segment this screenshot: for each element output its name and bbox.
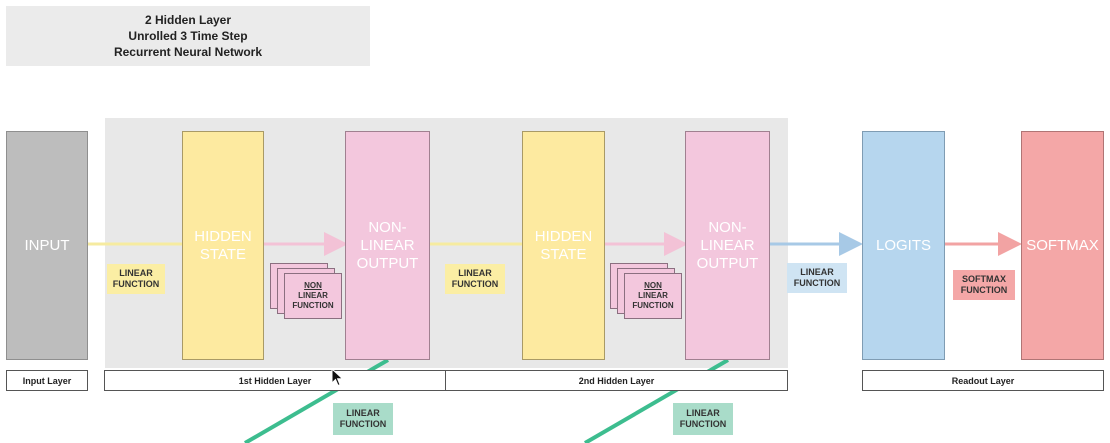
title-line-1: 2 Hidden Layer: [144, 13, 232, 27]
nonlinear-function-card-1: NON LINEAR FUNCTION: [284, 273, 342, 319]
tag-line: SOFTMAX: [962, 274, 1006, 284]
logits-label: LOGITS: [875, 236, 931, 254]
title-line-3: Recurrent Neural Network: [113, 45, 263, 59]
tag-line: LINEAR: [800, 267, 834, 277]
input-label: INPUT: [24, 236, 70, 254]
tag-line: FUNCTION: [451, 279, 499, 289]
hidden-layer-1-label: 1st Hidden Layer: [104, 370, 446, 391]
card-line: FUNCTION: [632, 301, 674, 310]
nonlinear-output-1-line-1: NON-: [368, 218, 407, 236]
tag-line: FUNCTION: [112, 279, 160, 289]
hidden-state-1-line-2: STATE: [199, 245, 247, 263]
nonlinear-output-block-1: NON- LINEAR OUTPUT: [345, 131, 430, 360]
tag-line: LINEAR: [119, 268, 153, 278]
softmax-block: SOFTMAX: [1021, 131, 1104, 360]
nonlinear-output-2-line-3: OUTPUT: [696, 254, 759, 272]
hidden-state-block-1: HIDDEN STATE: [182, 131, 264, 360]
nonlinear-output-1-line-3: OUTPUT: [356, 254, 419, 272]
card-line: NON: [304, 281, 322, 290]
linear-function-tag-1: LINEAR FUNCTION: [107, 264, 165, 294]
nonlinear-output-1-line-2: LINEAR: [360, 236, 415, 254]
input-block: INPUT: [6, 131, 88, 360]
mouse-cursor-icon: [331, 368, 344, 387]
hidden-state-2-line-1: HIDDEN: [534, 227, 593, 245]
nonlinear-function-card-2: NON LINEAR FUNCTION: [624, 273, 682, 319]
logits-block: LOGITS: [862, 131, 945, 360]
tag-line: LINEAR: [346, 408, 380, 418]
softmax-label: SOFTMAX: [1026, 236, 1099, 254]
hidden-layer-2-label: 2nd Hidden Layer: [445, 370, 788, 391]
tag-line: FUNCTION: [339, 419, 387, 429]
hidden-state-1-line-1: HIDDEN: [194, 227, 252, 245]
softmax-function-tag: SOFTMAX FUNCTION: [953, 270, 1015, 300]
tag-line: LINEAR: [458, 268, 492, 278]
linear-function-tag-3: LINEAR FUNCTION: [787, 263, 847, 293]
tag-line: FUNCTION: [793, 278, 841, 288]
linear-function-tag-2: LINEAR FUNCTION: [445, 264, 505, 294]
nonlinear-output-2-line-1: NON-: [708, 218, 747, 236]
hidden-state-block-2: HIDDEN STATE: [522, 131, 605, 360]
card-line: NON: [644, 281, 662, 290]
nonlinear-output-block-2: NON- LINEAR OUTPUT: [685, 131, 770, 360]
nonlinear-output-2-line-2: LINEAR: [700, 236, 755, 254]
tag-line: LINEAR: [686, 408, 720, 418]
card-line: FUNCTION: [292, 301, 334, 310]
tag-line: FUNCTION: [679, 419, 727, 429]
tag-line: FUNCTION: [960, 285, 1008, 295]
recurrent-linear-function-tag-1: LINEAR FUNCTION: [333, 403, 393, 435]
diagram-title: 2 Hidden Layer Unrolled 3 Time Step Recu…: [6, 6, 370, 66]
hidden-state-2-line-2: STATE: [540, 245, 587, 263]
card-line: LINEAR: [638, 291, 668, 300]
title-line-2: Unrolled 3 Time Step: [128, 29, 248, 43]
input-layer-label: Input Layer: [6, 370, 88, 391]
readout-layer-label: Readout Layer: [862, 370, 1104, 391]
card-line: LINEAR: [298, 291, 328, 300]
recurrent-linear-function-tag-2: LINEAR FUNCTION: [673, 403, 733, 435]
